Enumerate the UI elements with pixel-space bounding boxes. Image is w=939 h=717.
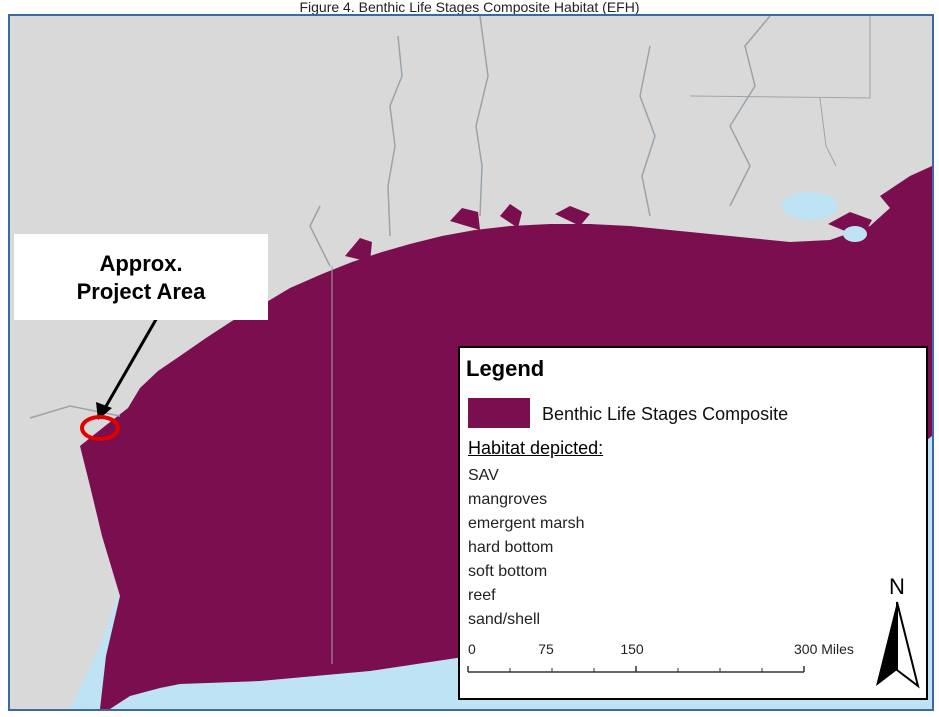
habitat-item: reef <box>468 587 496 604</box>
river-5 <box>309 205 331 267</box>
habitat-list: SAV mangroves emergent marsh hard bottom… <box>468 464 585 632</box>
north-arrow-right-half <box>896 601 920 689</box>
river-3 <box>639 45 656 217</box>
habitat-item: sand/shell <box>468 611 541 628</box>
map-legend: Legend Benthic Life Stages Composite Hab… <box>458 346 928 700</box>
scale-tick-label: 75 <box>538 641 554 657</box>
habitat-item: hard bottom <box>468 539 554 556</box>
north-label: N <box>889 574 905 599</box>
habitat-item: soft bottom <box>468 563 548 580</box>
habitat-item: SAV <box>468 467 499 484</box>
river-1 <box>387 35 403 237</box>
project-area-marker <box>80 415 120 441</box>
habitat-item: mangroves <box>468 491 548 508</box>
legend-title: Legend <box>466 356 545 381</box>
scale-tick-label: 300 Miles <box>794 641 854 657</box>
habitat-lobe-2 <box>450 208 480 230</box>
legend-swatch <box>468 398 530 428</box>
habitat-lobe-4 <box>555 206 590 226</box>
legend-entry-label: Benthic Life Stages Composite <box>542 404 789 424</box>
callout-line-2: Project Area <box>76 279 206 304</box>
river-4 <box>729 16 771 207</box>
scale-tick-label: 0 <box>468 641 476 657</box>
scale-bar: 0 75 150 300 Miles <box>467 641 854 673</box>
north-arrow-left-half <box>876 602 897 686</box>
habitat-lobe-6 <box>880 166 932 226</box>
lake-pontchartrain <box>782 192 838 220</box>
state-boundary-2 <box>819 97 837 167</box>
map-frame[interactable]: Approx. Project Area Legend Benthic Life… <box>8 14 934 711</box>
north-arrow-icon: N <box>876 574 920 689</box>
callout-line-1: Approx. <box>99 251 183 276</box>
scale-tick-label: 150 <box>620 641 644 657</box>
state-boundary-1 <box>689 16 871 99</box>
habitat-heading: Habitat depicted: <box>468 438 604 458</box>
habitat-lobe-3 <box>500 204 522 228</box>
river-2 <box>475 16 489 217</box>
project-area-callout: Approx. Project Area <box>14 234 268 320</box>
habitat-item: emergent marsh <box>468 515 585 532</box>
callout-arrow-shaft <box>103 315 160 409</box>
habitat-lobe-1 <box>345 238 372 262</box>
lake-small <box>843 226 867 242</box>
figure-title: Figure 4. Benthic Life Stages Composite … <box>299 0 640 15</box>
